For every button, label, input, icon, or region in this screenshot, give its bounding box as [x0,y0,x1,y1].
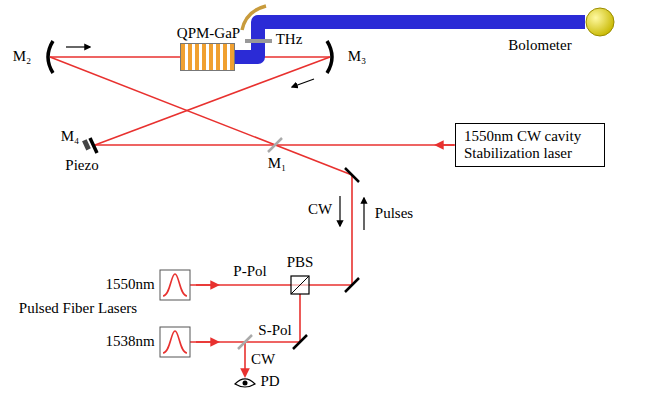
direction-arrow [339,196,340,226]
beam-arrow [196,284,218,286]
part-label: M₃ [348,48,367,65]
direction-arrow [292,79,314,87]
gap-crystal: QPM-GaP [180,43,235,71]
laser-box [160,327,190,357]
beam-arrow [436,144,454,146]
photodiode [235,379,255,387]
part-label: 1550nm [105,276,154,293]
cw-pickoff-beam [244,342,246,376]
beam-splitter [238,335,252,349]
component-label: QPM-GaP [177,25,240,42]
photodiode [243,381,248,386]
beam-label: THz [276,31,303,48]
fold-mirror [345,168,359,182]
p-pol-beam [190,284,352,286]
part-label: CW [308,201,332,218]
pulse-shape [163,331,187,353]
bolometer-sphere [586,8,614,36]
input-beam [351,175,353,285]
curved-mirror [327,41,332,73]
bolometer: Bolometer [585,7,615,37]
thz-filter [245,39,272,43]
part-label: S-Pol [258,322,291,339]
laser-box: 1550nm CW cavity Stabilization laser [455,123,605,168]
part-label: PBS [287,254,314,271]
s-pol-beam [299,294,301,342]
beam-arrow [196,341,218,343]
pbs-interface [291,276,309,294]
direction-arrow [363,198,364,230]
part-label: P-Pol [233,263,266,280]
thz-beam [235,22,585,57]
bolometer-sphere [585,7,615,37]
component-label: Bolometer [508,37,571,54]
direction-arrow [66,46,90,47]
piezo-actuator [82,139,91,150]
fold-mirror [293,335,307,349]
curved-mirror [48,41,53,73]
part-label: Pulses [375,205,413,222]
part-label: Pulsed Fiber Lasers [19,300,137,317]
pulse-shape [163,274,187,296]
cavity-beam [50,57,352,175]
part-label: M₂ [13,48,32,65]
part-label: Piezo [65,157,98,174]
flat-mirror [90,138,97,153]
part-label: CW [251,351,275,368]
part-label: PD [260,373,279,390]
part-label: 1538nm [105,333,154,350]
part-label: M₄ [61,128,80,145]
box-text: 1550nm CW cavity Stabilization laser [464,128,596,163]
pbs-cube [291,276,309,294]
part-label: M₁ [268,155,287,172]
input-coupler [268,138,282,152]
laser-box [160,270,190,300]
fold-mirror [345,278,359,292]
